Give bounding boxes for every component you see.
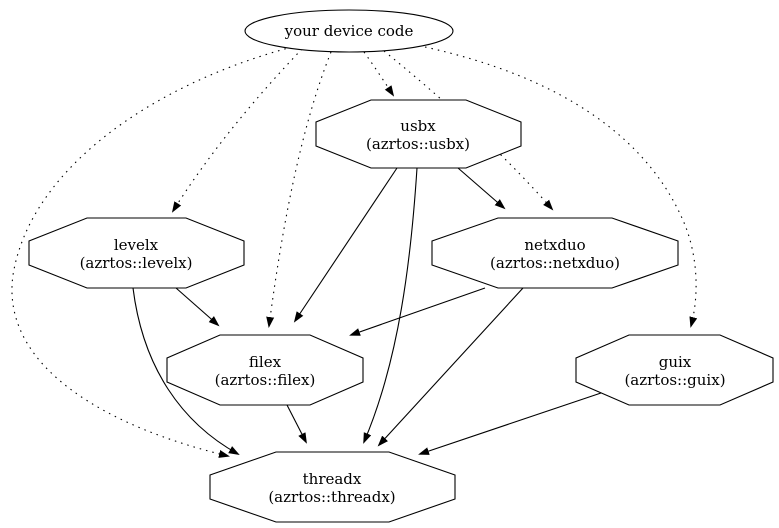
edge-netxduo-threadx [377, 287, 524, 447]
threadx-label: threadx [303, 470, 362, 488]
netxduo-label: netxduo [524, 236, 585, 254]
edge-netxduo-filex [349, 287, 486, 336]
edge-device-code-levelx [171, 48, 303, 213]
edge-usbx-threadx [363, 167, 418, 444]
guix-sublabel: (azrtos::guix) [624, 371, 725, 389]
netxduo-octagon [431, 217, 679, 289]
node-guix: guix (azrtos::guix) [575, 334, 774, 406]
levelx-label: levelx [114, 236, 159, 254]
edge-usbx-filex [293, 167, 398, 323]
guix-label: guix [659, 353, 692, 371]
filex-octagon [166, 334, 364, 406]
node-device-code: your device code [244, 9, 454, 53]
levelx-sublabel: (azrtos::levelx) [80, 254, 193, 272]
threadx-octagon [209, 451, 456, 523]
node-levelx: levelx (azrtos::levelx) [28, 217, 245, 289]
edge-device-code-usbx [363, 51, 395, 97]
guix-octagon [575, 334, 774, 406]
edge-usbx-netxduo [457, 167, 506, 210]
device-code-ellipse [244, 9, 454, 53]
edge-device-code-netxduo [383, 50, 554, 211]
edge-levelx-filex [175, 287, 220, 327]
usbx-sublabel: (azrtos::usbx) [366, 135, 470, 153]
levelx-octagon [28, 217, 245, 289]
edge-guix-threadx [418, 392, 602, 455]
threadx-sublabel: (azrtos::threadx) [268, 488, 395, 506]
usbx-octagon [315, 99, 522, 169]
filex-sublabel: (azrtos::filex) [215, 371, 316, 389]
edge-layer [11, 46, 698, 458]
node-usbx: usbx (azrtos::usbx) [315, 99, 522, 169]
edge-filex-threadx [286, 404, 307, 444]
node-netxduo: netxduo (azrtos::netxduo) [431, 217, 679, 289]
filex-label: filex [249, 353, 282, 371]
edge-levelx-threadx [132, 287, 240, 455]
node-threadx: threadx (azrtos::threadx) [209, 451, 456, 523]
edge-device-code-filex [266, 51, 332, 328]
netxduo-sublabel: (azrtos::netxduo) [490, 254, 620, 272]
usbx-label: usbx [400, 117, 436, 135]
node-layer: your device code usbx (azrtos::usbx) lev… [28, 9, 774, 523]
node-filex: filex (azrtos::filex) [166, 334, 364, 406]
device-code-label: your device code [284, 22, 414, 40]
